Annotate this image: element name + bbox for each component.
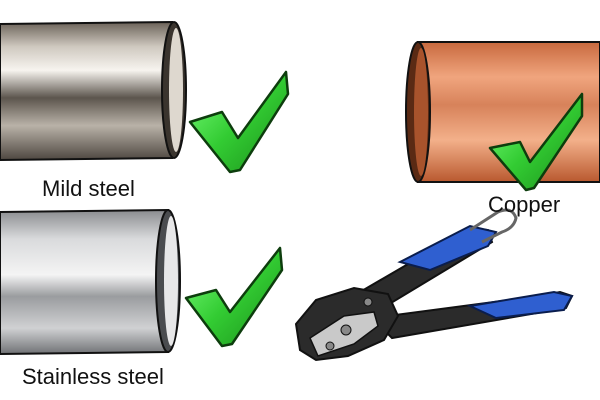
check-mark-icon bbox=[184, 246, 284, 348]
pipe-cutter-tool-icon bbox=[294, 208, 574, 362]
mild-steel-pipe bbox=[0, 20, 187, 162]
mild-steel-label: Mild steel bbox=[42, 176, 135, 201]
check-mark-icon bbox=[188, 70, 290, 174]
stainless-steel-label: Stainless steel bbox=[22, 364, 164, 389]
stainless-steel-pipe bbox=[0, 208, 181, 356]
check-mark-icon bbox=[488, 92, 584, 192]
copper-label: Copper bbox=[488, 192, 561, 217]
